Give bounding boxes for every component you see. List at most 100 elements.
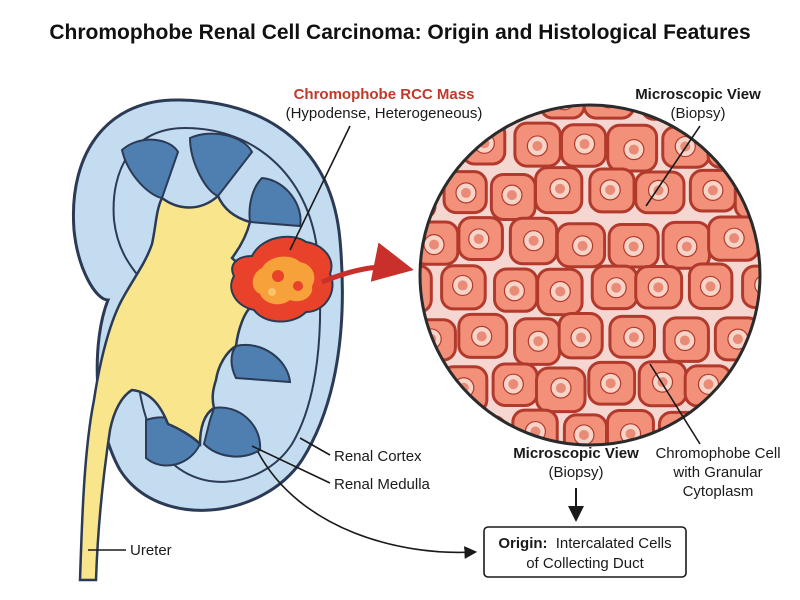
- nucleus-center: [404, 283, 414, 293]
- chromophobe-cell: [734, 360, 760, 408]
- nucleus-center: [625, 428, 636, 439]
- nucleus-center: [611, 282, 622, 293]
- medulla-leader: [251, 445, 331, 484]
- nucleus-center: [725, 428, 736, 439]
- nucleus-center: [628, 144, 639, 155]
- medulla-label: Renal Medulla: [334, 476, 431, 493]
- cell-nucleus: [422, 133, 444, 155]
- nucleus-center: [577, 240, 588, 251]
- chromophobe-cell: [420, 318, 457, 362]
- chromophobe-cell: [420, 405, 458, 445]
- cell-nucleus: [420, 376, 423, 398]
- cortex-label: Renal Cortex: [334, 448, 422, 465]
- chromophobe-cell: [763, 223, 800, 266]
- microscopic-view-circle: [399, 83, 800, 447]
- cell-nucleus: [420, 187, 421, 209]
- nucleus-center: [555, 383, 566, 394]
- nucleus-center: [407, 382, 417, 392]
- nucleus-center: [457, 280, 468, 291]
- nucleus-center: [628, 332, 639, 343]
- nucleus-center: [506, 190, 517, 201]
- cell-nucleus: [720, 136, 742, 158]
- chromophobe-cell: [741, 264, 760, 310]
- mass-leader: [289, 125, 351, 251]
- chromophobe-cell: [539, 105, 586, 120]
- nucleus-center: [532, 140, 543, 151]
- chromophobe-rcc-mass: [230, 235, 334, 323]
- cell-nucleus: [399, 278, 419, 298]
- nucleus-center: [628, 241, 639, 252]
- chromophobe-cell: [420, 264, 433, 314]
- cell-nucleus: [553, 105, 575, 111]
- cell-leader: [649, 363, 701, 445]
- nucleus-center: [653, 282, 664, 293]
- renal-pelvis: [78, 193, 264, 582]
- kidney: [71, 98, 344, 582]
- chromophobe-cell: [420, 363, 436, 407]
- nucleus-center: [428, 139, 439, 150]
- nucleus-center: [605, 184, 616, 195]
- cell-nucleus: [778, 235, 798, 255]
- ureter-label: Ureter: [130, 542, 172, 559]
- chromophobe-cell: [755, 122, 760, 168]
- diagram-title: Chromophobe Renal Cell Carcinoma: Origin…: [49, 21, 750, 44]
- cell-nucleus: [768, 137, 788, 157]
- cell-label-line3: Cytoplasm: [683, 483, 754, 500]
- origin-box: Origin: Intercalated Cells of Collecting…: [483, 526, 687, 578]
- cell-label-line1: Chromophobe Cell: [655, 445, 780, 462]
- nucleus-center: [605, 378, 616, 389]
- nucleus-center: [555, 183, 566, 194]
- nucleus-center: [559, 95, 569, 105]
- nucleus-center: [429, 239, 440, 250]
- cell-nucleus: [773, 425, 793, 445]
- cell-nucleus: [746, 187, 760, 209]
- nucleus-center: [427, 426, 438, 437]
- nucleus-center: [528, 235, 539, 246]
- svg-text:Origin: Intercalated Cel: Origin: Intercalated Cells: [498, 535, 671, 552]
- cell-nucleus: [474, 424, 496, 445]
- cortex-leader: [299, 437, 331, 456]
- mass-label: Chromophobe RCC Mass: [294, 86, 475, 103]
- renal-medulla-boundary: [112, 126, 322, 483]
- nucleus-center: [773, 142, 783, 152]
- chromophobe-cell: [461, 414, 508, 445]
- cell-nucleus: [504, 83, 524, 103]
- micro-top-leader: [645, 125, 701, 207]
- nucleus-center: [405, 193, 415, 203]
- nucleus-center: [533, 336, 544, 347]
- nucleus-center: [576, 332, 587, 343]
- nucleus-center: [752, 192, 760, 203]
- nucleus-center: [783, 240, 793, 250]
- nucleus-center: [555, 286, 566, 297]
- nucleus-center: [681, 241, 692, 252]
- cell-nucleus: [749, 375, 760, 397]
- nucleus-center: [509, 285, 520, 296]
- nucleus-center: [778, 430, 788, 440]
- nucleus-center: [679, 335, 690, 346]
- nucleus-center: [579, 139, 590, 150]
- nucleus-center: [473, 233, 484, 244]
- micro-mid-sublabel: (Biopsy): [548, 464, 603, 481]
- nucleus-center: [509, 88, 519, 98]
- nucleus-center: [578, 429, 589, 440]
- micro-top-sublabel: (Biopsy): [670, 105, 725, 122]
- chromophobe-cell: [420, 174, 437, 220]
- nucleus-center: [460, 187, 471, 198]
- micro-mid-label: Microscopic View: [513, 445, 639, 462]
- chromophobe-cell: [755, 313, 760, 361]
- cell-nucleus: [771, 327, 791, 347]
- nucleus-center: [476, 331, 487, 342]
- chromophobe-cell: [488, 105, 538, 117]
- nucleus-center: [755, 380, 760, 391]
- nucleus-center: [604, 93, 614, 103]
- origin-bold-label: Origin:: [498, 535, 547, 552]
- origin-line2: of Collecting Duct: [526, 555, 644, 572]
- mass-sublabel: (Hypodense, Heterogeneous): [286, 105, 483, 122]
- nucleus-center: [703, 379, 714, 390]
- cell-nucleus: [719, 423, 741, 445]
- mass-to-microscopy-arrow: [321, 242, 414, 285]
- cell-label-line2: with Granular: [672, 464, 762, 481]
- nucleus-center: [732, 334, 743, 345]
- origin-rest-label: Intercalated Cells: [556, 535, 672, 552]
